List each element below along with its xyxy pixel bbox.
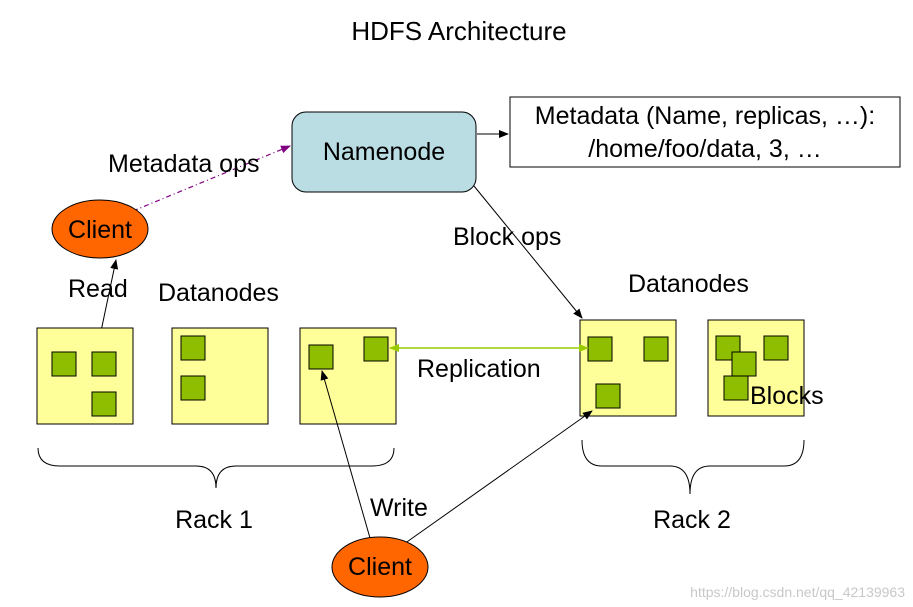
rack1-datanode-2 xyxy=(171,327,269,425)
write-arrow-rack1 xyxy=(320,370,371,539)
block xyxy=(587,336,613,362)
datanode-box xyxy=(36,327,134,425)
replication-label: Replication xyxy=(417,355,541,383)
block xyxy=(308,344,334,370)
rack1-label: Rack 1 xyxy=(175,506,253,534)
write-arrow-rack2 xyxy=(403,410,593,545)
block xyxy=(763,335,789,361)
namenode-box xyxy=(291,111,477,193)
metadata-line1: Metadata (Name, replicas, …): xyxy=(535,102,875,130)
rack1-datanode-3 xyxy=(299,327,397,425)
rack2-brace xyxy=(581,439,805,495)
metadata-frame xyxy=(509,96,901,168)
diagram-title: HDFS Architecture xyxy=(351,16,566,46)
block xyxy=(595,383,621,409)
rack2-label: Rack 2 xyxy=(653,506,731,534)
rack1-datanode-1 xyxy=(36,327,134,425)
rack1-brace xyxy=(37,447,395,489)
namenode-label: Namenode xyxy=(323,138,445,166)
block xyxy=(180,335,206,361)
write-label: Write xyxy=(370,494,428,522)
read-client-label: Client xyxy=(68,216,132,244)
blocks-label: Blocks xyxy=(750,382,824,410)
block xyxy=(363,336,389,362)
metadata-box: Metadata (Name, replicas, …): /home/foo/… xyxy=(509,96,901,168)
block xyxy=(91,391,117,417)
block-ops-label: Block ops xyxy=(453,223,561,251)
write-client-label: Client xyxy=(348,553,412,581)
metadata-ops-label: Metadata ops xyxy=(108,150,260,178)
block xyxy=(91,351,117,377)
block xyxy=(723,375,749,401)
rack2-datanode-1 xyxy=(579,319,677,417)
namenode: Namenode xyxy=(291,111,477,193)
watermark: https://blog.csdn.net/qq_42139963 xyxy=(690,584,905,600)
block xyxy=(180,375,206,401)
block xyxy=(51,351,77,377)
write-client-ellipse xyxy=(331,536,429,598)
datanode-box xyxy=(579,319,677,417)
block xyxy=(731,351,757,377)
rack2-datanode-2 xyxy=(707,319,805,417)
datanodes-rack2-label: Datanodes xyxy=(628,270,749,298)
metadata-ops-arrow xyxy=(132,145,291,212)
datanodes-rack1-label: Datanodes xyxy=(158,279,279,307)
read-arrow xyxy=(99,259,119,337)
metadata-line2: /home/foo/data, 3, … xyxy=(588,135,821,163)
read-label: Read xyxy=(68,275,128,303)
block-ops-arrow xyxy=(473,185,583,319)
write-client: Client xyxy=(331,536,429,598)
read-client-ellipse xyxy=(51,199,149,259)
block xyxy=(643,336,669,362)
read-client: Client xyxy=(51,199,149,259)
